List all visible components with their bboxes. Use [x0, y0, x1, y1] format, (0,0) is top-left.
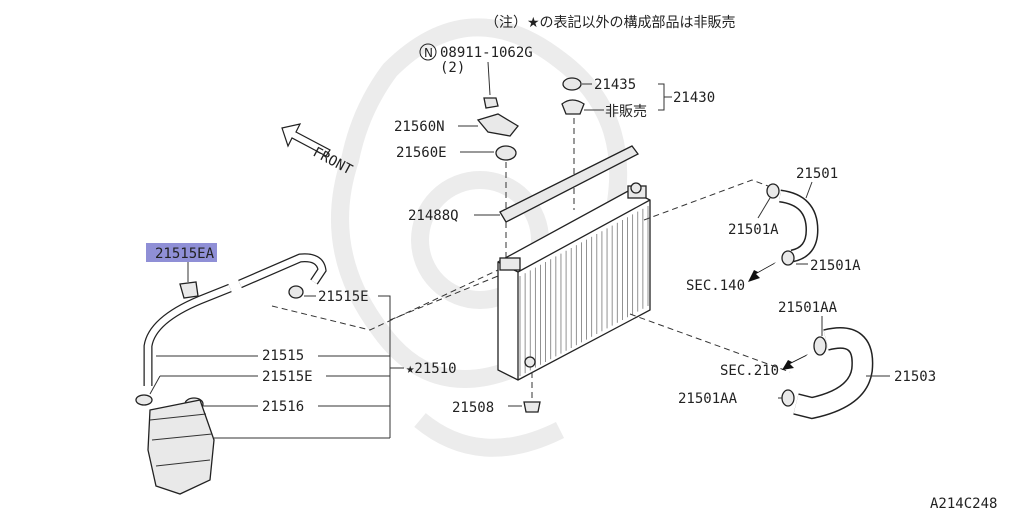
hose-21501-icon	[779, 191, 818, 261]
label-08911-qty: (2)	[440, 60, 465, 76]
front-arrow-icon	[281, 123, 331, 157]
note-text: （注）★の表記以外の構成部品は非販売	[485, 14, 736, 31]
clamp-21501aa-top-icon	[813, 336, 827, 356]
label-21430[interactable]: 21430	[673, 90, 715, 106]
label-21503[interactable]: 21503	[894, 369, 936, 385]
drain-cock-icon	[523, 401, 541, 413]
label-21515e[interactable]: 21515E	[262, 369, 313, 385]
highlight-21515ea	[146, 243, 217, 262]
filler-neck-icon	[561, 99, 585, 115]
diagram-code: A214C248	[930, 496, 997, 511]
clip-21515ea-icon	[179, 281, 199, 299]
label-21560e[interactable]: 21560E	[396, 145, 447, 161]
label-08911-1062g[interactable]: 08911-1062G	[440, 45, 533, 61]
label-21515e-top[interactable]: 21515E	[318, 289, 369, 305]
label-sec140[interactable]: SEC.140	[686, 278, 745, 294]
label-21501aa-top[interactable]: 21501AA	[778, 300, 838, 316]
seal-21488q-icon	[499, 145, 639, 223]
bracket-21560n-icon	[476, 113, 519, 137]
label-21515ea[interactable]: 21515EA	[155, 246, 215, 262]
hose-21503-icon	[793, 328, 872, 418]
label-21516[interactable]: 21516	[262, 399, 304, 415]
label-21435[interactable]: 21435	[594, 77, 636, 93]
label-21510[interactable]: ★21510	[406, 361, 457, 377]
clamp-21515e-top-icon	[288, 285, 304, 299]
reservoir-tank-icon	[147, 399, 215, 495]
label-not-sold: 非販売	[605, 104, 647, 120]
clamp-21501aa-bottom-icon	[781, 389, 795, 407]
radiator-core	[497, 182, 651, 381]
clamp-21515e-icon	[135, 394, 153, 406]
sec140-arrow-icon	[748, 262, 776, 282]
label-21508[interactable]: 21508	[452, 400, 494, 416]
hose-21515-icon	[144, 284, 232, 386]
label-21501[interactable]: 21501	[796, 166, 838, 182]
sec210-arrow-icon	[782, 354, 808, 370]
label-21501aa-bottom[interactable]: 21501AA	[678, 391, 738, 407]
label-21560n[interactable]: 21560N	[394, 119, 445, 135]
clamp-21501a-bottom-icon	[781, 250, 795, 266]
label-21488q[interactable]: 21488Q	[408, 208, 459, 224]
nut-symbol-icon	[419, 43, 437, 61]
nut-symbol-letter: N	[424, 46, 433, 60]
label-21515[interactable]: 21515	[262, 348, 304, 364]
label-21501a-top[interactable]: 21501A	[728, 222, 779, 238]
label-21501a-bottom[interactable]: 21501A	[810, 258, 861, 274]
label-sec210[interactable]: SEC.210	[720, 363, 779, 379]
clamp-21501a-top-icon	[766, 183, 780, 199]
nut-icon	[483, 97, 499, 109]
mount-rubber-icon	[495, 145, 517, 161]
cap-21435-icon	[562, 77, 582, 91]
